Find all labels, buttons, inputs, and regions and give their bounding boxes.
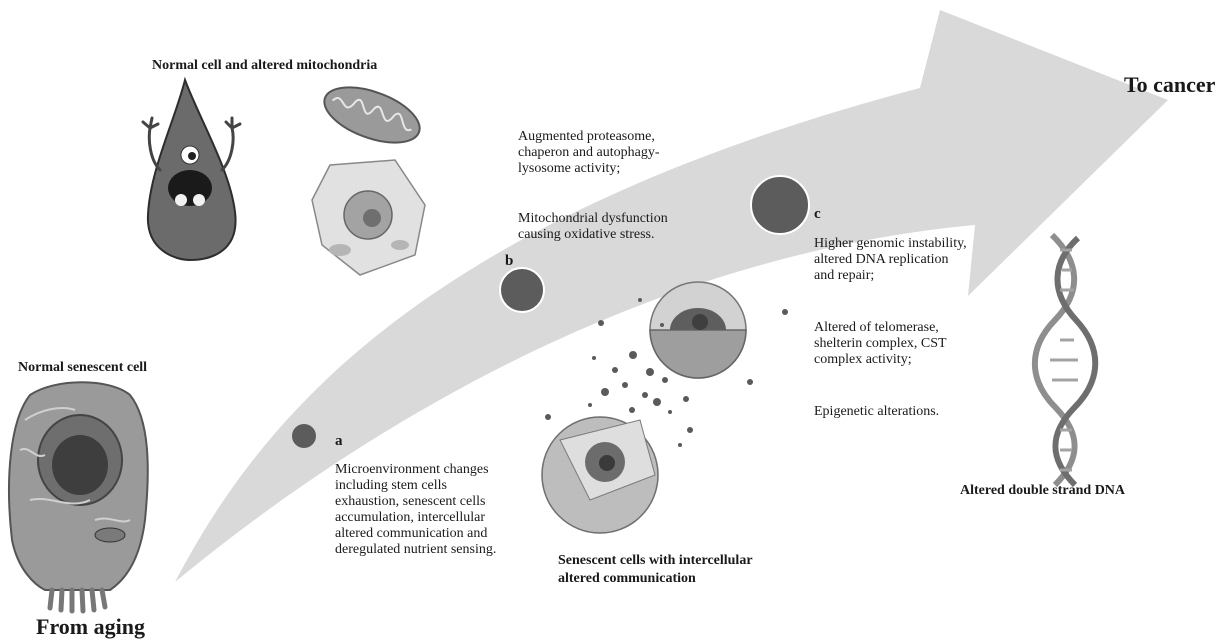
- normal-senescent-cell-illustration: [9, 382, 148, 611]
- stage-a-dot: [292, 424, 316, 448]
- dna-helix-illustration: [1035, 235, 1095, 485]
- stage-b-text-2: Mitochondrial dysfunction causing oxidat…: [518, 211, 668, 243]
- mitochondrion-illustration: [317, 76, 427, 153]
- altered-dna-title: Altered double strand DNA: [960, 483, 1125, 499]
- to-cancer-label: To cancer: [1124, 72, 1215, 98]
- normal-senescent-cell-title: Normal senescent cell: [18, 360, 147, 376]
- stage-b-letter: b: [505, 253, 513, 270]
- stage-b-text-1: Augmented proteasome, chaperon and autop…: [518, 129, 660, 177]
- stage-a-text: Microenvironment changes including stem …: [335, 462, 496, 558]
- stage-c-text-2: Altered of telomerase, shelterin complex…: [814, 320, 947, 368]
- cartoon-cell-character: [143, 80, 240, 260]
- stage-b-dot: [500, 268, 544, 312]
- senescent-communication-title: Senescent cells with intercellular alter…: [558, 552, 753, 588]
- normal-cell-mitochondria-title: Normal cell and altered mitochondria: [152, 58, 377, 74]
- from-aging-label: From aging: [36, 614, 145, 640]
- stage-a-letter: a: [335, 433, 343, 450]
- stage-c-dot: [751, 176, 809, 234]
- translucent-cell-illustration: [312, 160, 425, 275]
- stage-c-letter: c: [814, 206, 821, 223]
- stage-c-text-1: Higher genomic instability, altered DNA …: [814, 236, 967, 284]
- stage-c-text-3: Epigenetic alterations.: [814, 404, 939, 420]
